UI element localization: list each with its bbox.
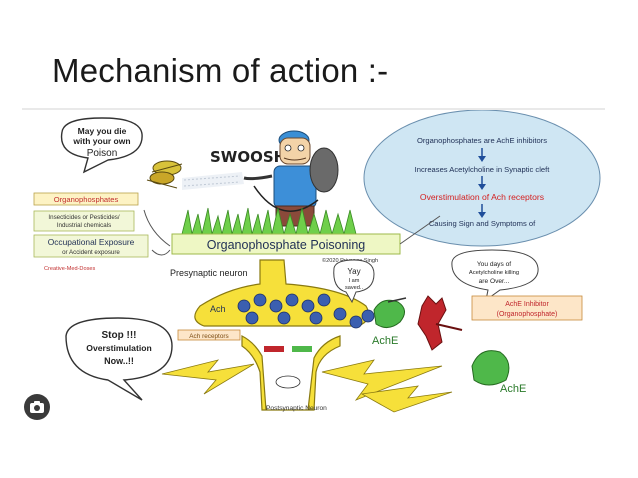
organophosphates-label: Organophosphates [54,195,119,204]
flow-step-3: Overstimulation of Ach receptors [420,192,544,202]
ache-inhibitor-line-1: AchE Inhibitor [505,301,549,308]
yay-bubble: Yay I am saved.. [333,259,375,304]
yay-line-3: saved.. [345,285,363,291]
mechanism-illustration: May you die with your own Poison SWOOSH … [22,108,605,423]
bug-icon [146,160,183,189]
flow-step-2: Increases Acetylcholine in Synaptic clef… [415,165,551,174]
flow-step-4: Causing Sign and Symptoms of [429,219,536,228]
days-line-3: are Over... [479,278,510,285]
postsynaptic-label: Postsynaptic Neuron [266,405,327,412]
ache-inhibitor-line-2: (Organophosphate) [497,311,558,318]
flow-step-1: Organophosphates are AchE inhibitors [417,136,547,145]
bubble-line-2: with your own [72,136,130,146]
days-line-1: You days of [477,261,511,268]
stop-line-2: Overstimulation [86,343,151,353]
insecticides-label-1: Insecticides or Pesticides/ [48,214,119,221]
lightning-bolts [161,359,453,413]
brand-label: Creative-Med-Doses [44,266,95,272]
bubble-line-3: Poison [87,148,118,159]
ach-molecules [237,293,375,329]
ache-enzyme [373,297,407,328]
occupational-label: Occupational Exposure [48,237,135,247]
accident-label: or Accident exposure [62,249,120,256]
insecticides-label-2: Industrial chemicals [57,222,111,229]
ach-receptors-label: Ach receptors [189,333,228,340]
ache-inhibitor-box: AchE Inhibitor (Organophosphate) [471,295,583,321]
days-bubble: You days of Acetylcholine killing are Ov… [451,249,539,302]
inhibitor-character [417,295,463,351]
sprayer-person [243,130,339,227]
camera-icon[interactable] [24,394,50,420]
grass [181,207,357,236]
ache-label-2: AchE [500,383,526,395]
spray-mist [182,172,244,190]
exposure-labels: Organophosphates Insecticides or Pestici… [33,192,171,272]
stop-bubble: Stop !!! Overstimulation Now..!! [65,317,173,401]
stop-line-3: Now..!! [104,356,134,366]
postsynaptic-neuron [241,335,341,411]
swoosh-text: SWOOSH [210,148,286,166]
bubble-line-1: May you die [78,126,127,136]
days-line-2: Acetylcholine killing [469,270,519,276]
speech-bubble: May you die with your own Poison [60,117,143,174]
yay-line-2: I am [349,278,360,284]
mechanism-flow: Organophosphates are AchE inhibitors Inc… [363,110,601,247]
ache-enzyme-2 [471,350,510,386]
slide-title: Mechanism of action :- [52,52,389,89]
ache-label-1: AchE [372,335,398,347]
poisoning-label: Organophosphate Poisoning [207,238,366,252]
stop-line-1: Stop !!! [102,330,137,341]
yay-line-1: Yay [347,267,360,276]
ach-label: Ach [210,304,226,314]
presynaptic-label: Presynaptic neuron [170,268,248,278]
